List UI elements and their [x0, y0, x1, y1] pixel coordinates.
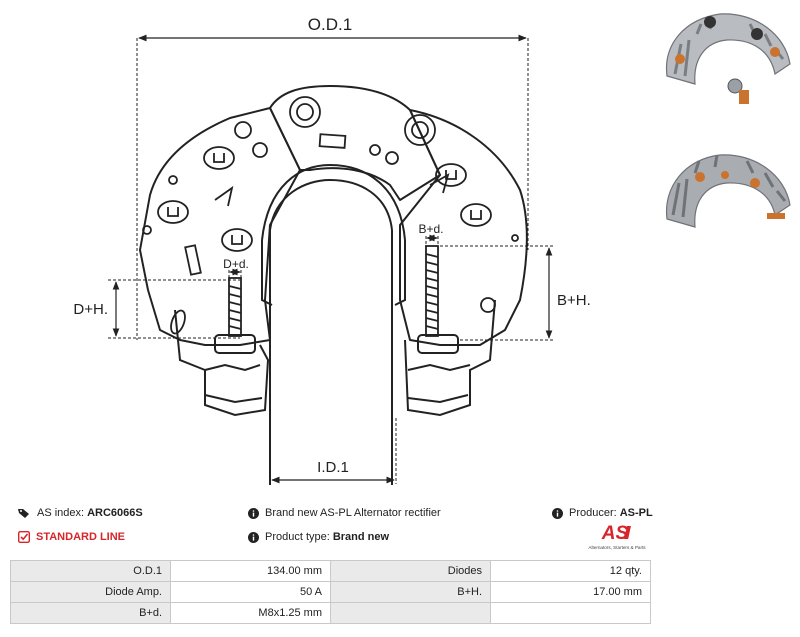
product-photo-top [665, 13, 791, 104]
bh-label: B+H. [557, 292, 591, 309]
bd-label: B+d. [418, 222, 443, 236]
spec-value: 12 qty. [490, 560, 651, 582]
product-line-text: STANDARD LINE [36, 531, 126, 543]
spec-key: Diodes [330, 560, 491, 582]
producer-value: AS-PL [619, 507, 653, 519]
spec-key: Diode Amp. [10, 581, 171, 603]
info-circle-icon [248, 531, 259, 543]
spec-key [330, 602, 491, 624]
terminal-details [142, 96, 519, 335]
producer: Producer: AS-PL [552, 507, 653, 519]
table-row: Diode Amp. 50 A B+H. 17.00 mm [10, 581, 651, 603]
logo-tagline: Alternators, Starters & Parts [588, 545, 646, 550]
bore-walls [261, 230, 406, 485]
as-index-value: ARC6066S [87, 507, 143, 519]
left-bolt [228, 277, 242, 337]
spec-key: B+H. [330, 581, 491, 603]
product-type-value: Brand new [332, 531, 390, 543]
rectifier-technical-drawing: O.D.1 I.D.1 D+H. B+H. D+d. B+d. [73, 15, 591, 485]
product-line: STANDARD LINE [18, 531, 125, 543]
table-row: B+d. M8x1.25 mm [10, 602, 651, 624]
left-foot [174, 309, 270, 417]
product-photo-bottom [665, 154, 791, 228]
product-type: Product type: Brand new [248, 531, 389, 543]
rectifier-outline [139, 85, 528, 346]
dh-label: D+H. [73, 301, 108, 318]
logo-text: AS [601, 523, 629, 544]
product-description-text: Brand new AS-PL Alternator rectifier [265, 507, 441, 519]
producer-label: Producer: [569, 507, 617, 519]
right-bolt [425, 245, 439, 337]
as-index: AS index: ARC6066S [18, 507, 143, 519]
id1-label: I.D.1 [317, 459, 349, 476]
as-pl-logo: AS Alternators, Starters & Parts [588, 523, 646, 550]
product-type-label: Product type: [265, 531, 330, 543]
check-square-icon [18, 531, 30, 543]
right-foot [404, 299, 496, 417]
spec-value: 17.00 mm [490, 581, 651, 603]
spec-value: 50 A [170, 581, 331, 603]
spec-value: 134.00 mm [170, 560, 331, 582]
info-circle-icon [552, 507, 563, 519]
dimension-lines [108, 38, 553, 484]
od1-label: O.D.1 [308, 15, 352, 34]
product-description: Brand new AS-PL Alternator rectifier [248, 507, 441, 519]
info-circle-icon [248, 507, 259, 519]
as-index-label: AS index: [37, 507, 85, 519]
table-row: O.D.1 134.00 mm Diodes 12 qty. [10, 560, 651, 582]
spec-key: B+d. [10, 602, 171, 624]
spec-value [490, 602, 651, 624]
spec-table: O.D.1 134.00 mm Diodes 12 qty. Diode Amp… [10, 560, 651, 624]
dimension-arrows [112, 34, 553, 484]
spec-key: O.D.1 [10, 560, 171, 582]
spec-value: M8x1.25 mm [170, 602, 331, 624]
tags-icon [18, 508, 29, 518]
dd-label: D+d. [223, 257, 249, 271]
